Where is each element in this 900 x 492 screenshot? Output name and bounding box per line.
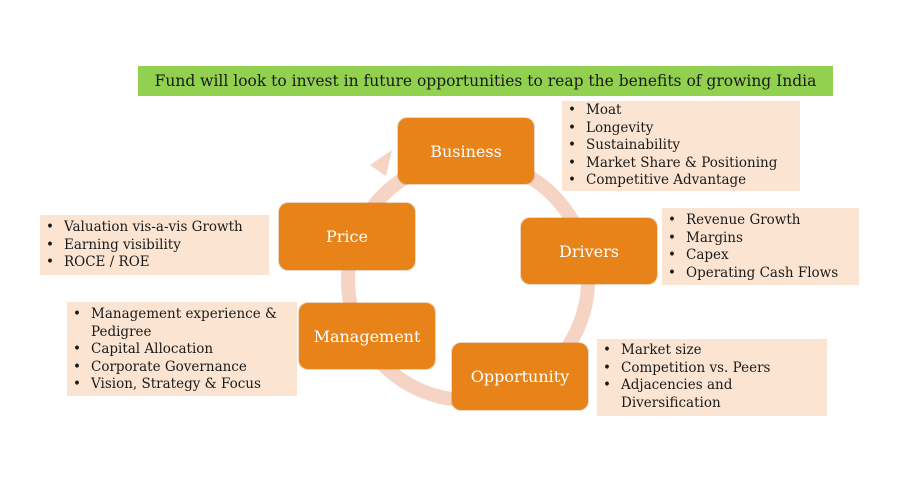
bullet-item: Moat bbox=[562, 102, 800, 120]
note-management-list: Management experience & PedigreeCapital … bbox=[67, 306, 297, 394]
bullet-item: Adjacencies and Diversification bbox=[597, 377, 827, 412]
note-price: Valuation vis-a-vis GrowthEarning visibi… bbox=[40, 215, 269, 275]
bullet-item: Vision, Strategy & Focus bbox=[67, 376, 297, 394]
bullet-item: Competition vs. Peers bbox=[597, 360, 827, 378]
bullet-item: Capex bbox=[662, 247, 859, 265]
node-opportunity-label: Opportunity bbox=[470, 367, 570, 386]
note-opportunity: Market sizeCompetition vs. PeersAdjacenc… bbox=[597, 339, 827, 416]
bullet-item: Revenue Growth bbox=[662, 212, 859, 230]
node-drivers: Drivers bbox=[521, 218, 657, 284]
node-business-label: Business bbox=[430, 141, 502, 161]
note-business-list: MoatLongevitySustainabilityMarket Share … bbox=[562, 102, 800, 190]
bullet-item: Margins bbox=[662, 230, 859, 248]
node-business: Business bbox=[398, 118, 534, 184]
bullet-item: Management experience & Pedigree bbox=[67, 306, 297, 341]
bullet-item: Corporate Governance bbox=[67, 359, 297, 377]
bullet-item: Capital Allocation bbox=[67, 341, 297, 359]
title-banner: Fund will look to invest in future oppor… bbox=[138, 66, 833, 96]
bullet-item: Market Share & Positioning bbox=[562, 155, 800, 173]
bullet-item: Market size bbox=[597, 342, 827, 360]
node-drivers-label: Drivers bbox=[559, 241, 619, 261]
note-opportunity-list: Market sizeCompetition vs. PeersAdjacenc… bbox=[597, 342, 827, 412]
node-price: Price bbox=[279, 203, 415, 270]
note-management: Management experience & PedigreeCapital … bbox=[67, 302, 297, 396]
note-price-list: Valuation vis-a-vis GrowthEarning visibi… bbox=[40, 219, 269, 272]
bullet-item: Earning visibility bbox=[40, 237, 269, 255]
node-management: Management bbox=[299, 303, 435, 369]
cycle-arrowhead bbox=[370, 150, 392, 176]
bullet-item: Competitive Advantage bbox=[562, 172, 800, 190]
bullet-item: Operating Cash Flows bbox=[662, 265, 859, 283]
bullet-item: Sustainability bbox=[562, 137, 800, 155]
note-drivers-list: Revenue GrowthMarginsCapexOperating Cash… bbox=[662, 212, 859, 282]
note-drivers: Revenue GrowthMarginsCapexOperating Cash… bbox=[662, 208, 859, 285]
node-opportunity: Opportunity bbox=[452, 343, 588, 410]
bullet-item: ROCE / ROE bbox=[40, 254, 269, 272]
note-business: MoatLongevitySustainabilityMarket Share … bbox=[562, 101, 800, 191]
bullet-item: Longevity bbox=[562, 120, 800, 138]
title-text: Fund will look to invest in future oppor… bbox=[154, 72, 817, 90]
node-management-label: Management bbox=[313, 326, 421, 346]
bullet-item: Valuation vis-a-vis Growth bbox=[40, 219, 269, 237]
node-price-label: Price bbox=[326, 227, 368, 246]
